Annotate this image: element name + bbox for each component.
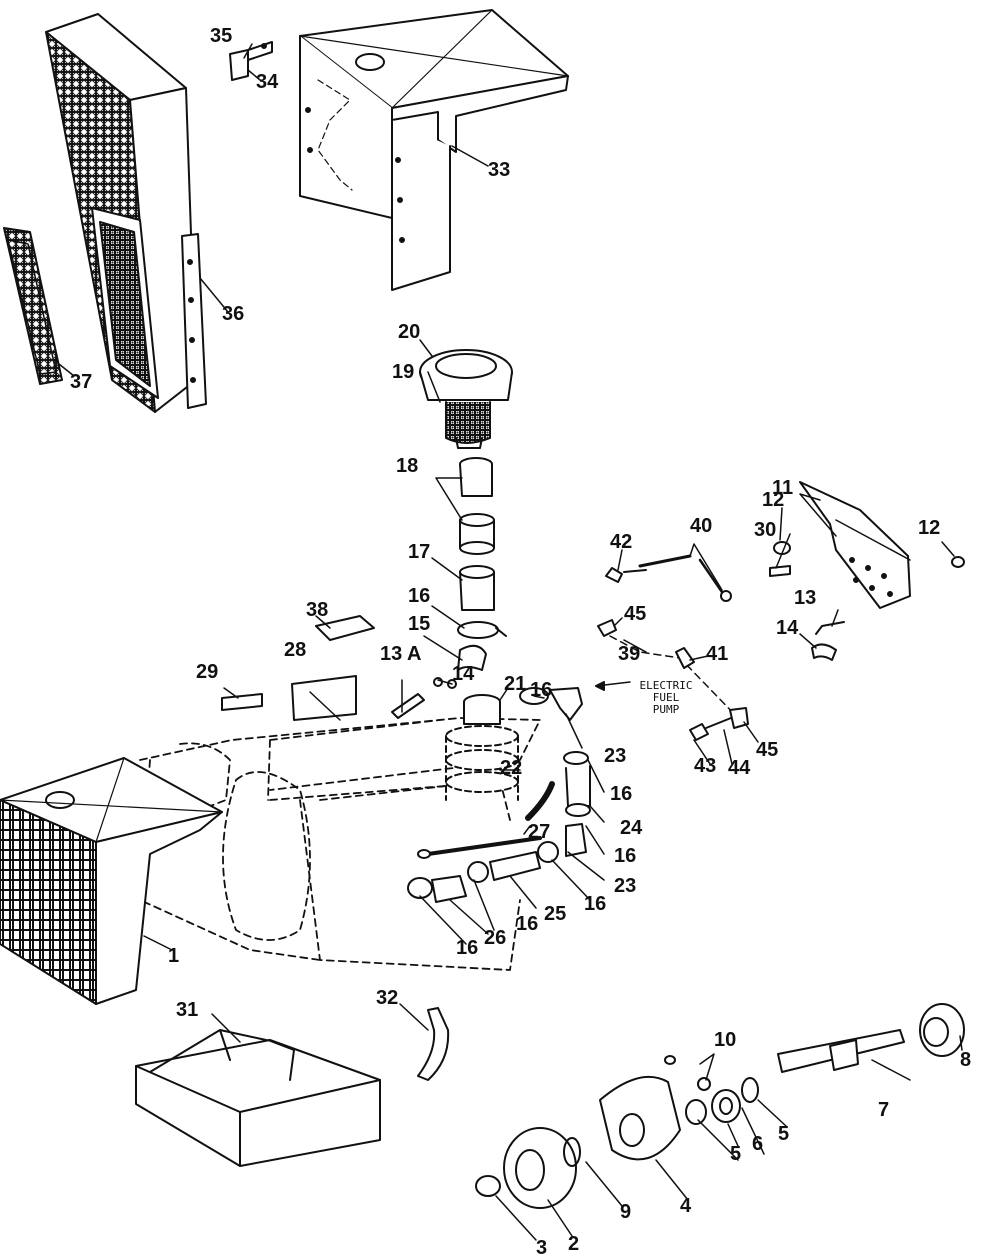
callout-12-left: 12 bbox=[762, 489, 785, 511]
part-39-fuel-line bbox=[595, 619, 749, 741]
callout-8: 8 bbox=[960, 1049, 972, 1071]
callout-6: 6 bbox=[752, 1133, 764, 1155]
callout-31: 31 bbox=[176, 999, 199, 1021]
electric-fuel-pump-label: ELECTRIC FUEL PUMP bbox=[636, 680, 696, 716]
callout-5-right: 5 bbox=[778, 1123, 790, 1145]
part-37-grille-panel bbox=[3, 227, 63, 385]
callout-37: 37 bbox=[70, 371, 93, 393]
callout-43: 43 bbox=[694, 755, 717, 777]
part-11-bracket-plate bbox=[799, 481, 911, 609]
callout-40: 40 bbox=[690, 515, 713, 537]
callout-42: 42 bbox=[610, 531, 633, 553]
pump-label-line-1: ELECTRIC bbox=[639, 679, 693, 692]
callout-22: 22 bbox=[500, 757, 523, 779]
leader-lines bbox=[53, 43, 963, 1241]
part-17-hose bbox=[459, 565, 495, 611]
callout-21: 21 bbox=[504, 673, 527, 695]
part-33-upper-shroud bbox=[299, 9, 569, 291]
callout-30: 30 bbox=[754, 519, 777, 541]
callout-32: 32 bbox=[376, 987, 399, 1009]
callout-2: 2 bbox=[568, 1233, 580, 1255]
callout-10: 10 bbox=[714, 1029, 737, 1051]
part-4-housing bbox=[599, 1075, 681, 1161]
callout-4: 4 bbox=[680, 1195, 692, 1217]
callout-16-g: 16 bbox=[456, 937, 479, 959]
callout-41: 41 bbox=[706, 643, 729, 665]
callout-18: 18 bbox=[396, 455, 419, 477]
part-18-pipe-pieces bbox=[459, 457, 495, 555]
callout-3: 3 bbox=[536, 1237, 548, 1259]
part-32-strap bbox=[417, 1007, 450, 1081]
part-8-pulley bbox=[919, 1003, 965, 1057]
pump-label-line-2: FUEL bbox=[652, 691, 680, 704]
callout-9: 9 bbox=[620, 1201, 632, 1223]
callout-19: 19 bbox=[392, 361, 415, 383]
part-7-shaft bbox=[777, 1029, 905, 1073]
callout-45-bottom: 45 bbox=[756, 739, 779, 761]
callout-33: 33 bbox=[488, 159, 511, 181]
part-23-24-hoses bbox=[519, 687, 591, 863]
callout-23-top: 23 bbox=[604, 745, 627, 767]
part-19-20-air-cleaner bbox=[419, 349, 513, 449]
callout-13a: 13 A bbox=[380, 643, 422, 665]
callout-16-b: 16 bbox=[530, 679, 553, 701]
callout-5-left: 5 bbox=[730, 1143, 742, 1165]
callout-24: 24 bbox=[620, 817, 643, 839]
part-5-6-bearings bbox=[664, 1055, 759, 1125]
callout-25: 25 bbox=[544, 903, 567, 925]
part-12-30-fasteners bbox=[769, 541, 965, 661]
pump-label-line-3: PUMP bbox=[652, 703, 680, 716]
callout-20: 20 bbox=[398, 321, 421, 343]
callout-27: 27 bbox=[528, 821, 551, 843]
callout-29: 29 bbox=[196, 661, 219, 683]
callout-14-right: 14 bbox=[776, 617, 799, 639]
callout-15: 15 bbox=[408, 613, 431, 635]
part-40-42-linkage bbox=[605, 554, 732, 602]
part-21-22-filter-assembly bbox=[445, 694, 519, 801]
callout-7: 7 bbox=[878, 1099, 890, 1121]
callout-11: 11 bbox=[772, 477, 794, 499]
callout-38: 38 bbox=[306, 599, 329, 621]
callout-16-d: 16 bbox=[614, 845, 637, 867]
callout-36: 36 bbox=[222, 303, 245, 325]
part-31-pan bbox=[135, 1029, 381, 1167]
part-25-26-27-lower-pipes bbox=[407, 836, 542, 903]
callout-16-c: 16 bbox=[610, 783, 633, 805]
callout-34: 34 bbox=[256, 71, 279, 93]
callout-45-top: 45 bbox=[624, 603, 647, 625]
part-16-clamp-top bbox=[457, 621, 507, 639]
callout-35: 35 bbox=[210, 25, 233, 47]
part-38-28-29-brackets bbox=[221, 615, 457, 721]
callout-16-top: 16 bbox=[408, 585, 431, 607]
part-15-strap bbox=[457, 644, 487, 671]
callout-13: 13 bbox=[794, 587, 817, 609]
callout-28: 28 bbox=[284, 639, 307, 661]
callout-16-e: 16 bbox=[584, 893, 607, 915]
part-2-3-9-hub bbox=[475, 1127, 581, 1209]
callout-39: 39 bbox=[618, 643, 641, 665]
callout-14-left: 14 bbox=[452, 663, 475, 685]
callout-44: 44 bbox=[728, 757, 751, 779]
callout-1: 1 bbox=[168, 945, 180, 967]
callout-16-f: 16 bbox=[516, 913, 539, 935]
part-1-radiator bbox=[0, 757, 223, 1005]
callout-12-right: 12 bbox=[918, 517, 941, 539]
part-36-radiator-shell bbox=[45, 13, 207, 413]
callout-26: 26 bbox=[484, 927, 507, 949]
callout-17: 17 bbox=[408, 541, 431, 563]
callout-23-bottom: 23 bbox=[614, 875, 637, 897]
